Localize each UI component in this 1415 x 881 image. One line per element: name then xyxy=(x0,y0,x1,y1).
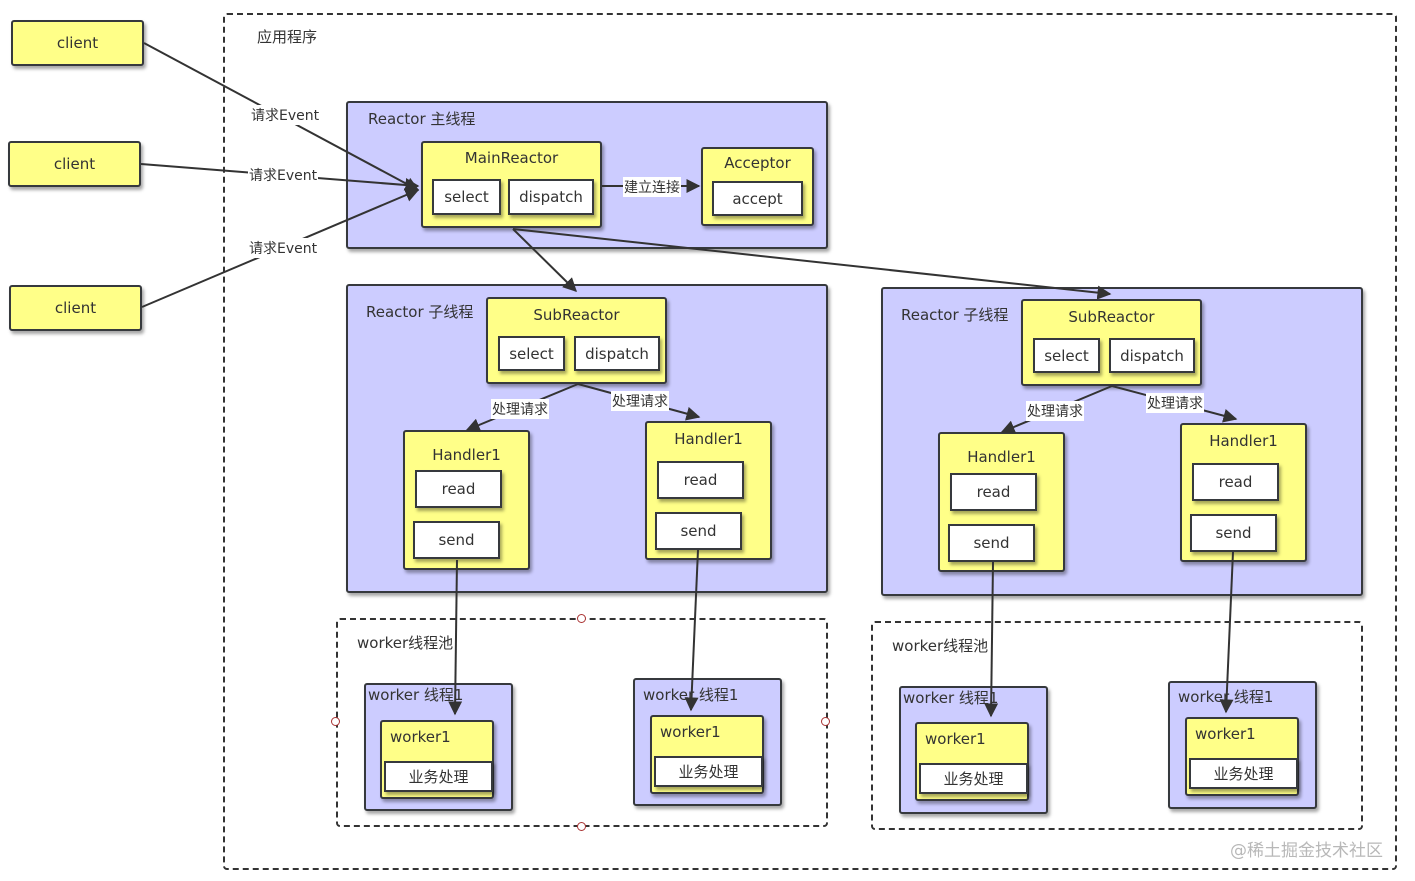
edge-main-to-subreactor-right xyxy=(512,228,1112,300)
handler-right-b-read[interactable]: read xyxy=(1192,463,1279,501)
request-event-label-1: 请求Event xyxy=(250,105,321,125)
selection-handle-bottom[interactable] xyxy=(577,822,586,831)
handler-left-a-read[interactable]: read xyxy=(415,470,502,508)
main-dispatch-box[interactable]: dispatch xyxy=(508,179,594,215)
handler-right-b-title: Handler1 xyxy=(1209,432,1278,450)
worker-right-b-task[interactable]: 业务处理 xyxy=(1189,758,1298,789)
handler-right-b-send[interactable]: send xyxy=(1190,514,1277,552)
process-label-right-b: 处理请求 xyxy=(1146,393,1204,413)
subreactor-left-title: SubReactor xyxy=(533,306,620,324)
handler-left-b-read[interactable]: read xyxy=(657,461,744,499)
worker-thread-left-a-label: worker 线程1 xyxy=(368,686,464,704)
edge-main-to-subreactor-left xyxy=(512,228,577,292)
connect-label: 建立连接 xyxy=(623,177,681,197)
acceptor-title: Acceptor xyxy=(724,154,791,172)
reactor-sub-thread-left-label: Reactor 子线程 xyxy=(366,303,474,321)
process-label-right-a: 处理请求 xyxy=(1026,401,1084,421)
handler-left-a-title: Handler1 xyxy=(432,446,501,464)
edge-handler-right-b-to-worker xyxy=(1219,551,1234,714)
selection-handle-top[interactable] xyxy=(577,614,586,623)
accept-box[interactable]: accept xyxy=(712,181,803,216)
worker-left-a-task[interactable]: 业务处理 xyxy=(384,761,493,792)
worker-left-b-task[interactable]: 业务处理 xyxy=(654,756,763,787)
handler-left-b-title: Handler1 xyxy=(674,430,743,448)
handler-right-a-send[interactable]: send xyxy=(948,524,1035,562)
main-reactor-title: MainReactor xyxy=(464,149,559,167)
handler-right-a-title: Handler1 xyxy=(967,448,1036,466)
worker-pool-right-label: worker线程池 xyxy=(892,637,989,655)
edge-handler-right-a-to-worker xyxy=(984,561,999,718)
worker-thread-right-a-label: worker 线程1 xyxy=(903,689,999,707)
reactor-sub-thread-right-label: Reactor 子线程 xyxy=(901,306,1009,324)
client-node-3[interactable]: client xyxy=(9,285,142,331)
worker-left-a-title: worker1 xyxy=(390,728,451,746)
worker-right-b-title: worker1 xyxy=(1195,725,1256,743)
selection-handle-left[interactable] xyxy=(331,717,340,726)
selection-handle-right[interactable] xyxy=(821,717,830,726)
subreactor-right-dispatch[interactable]: dispatch xyxy=(1109,338,1195,373)
worker-right-a-task[interactable]: 业务处理 xyxy=(919,763,1028,794)
client-node-2[interactable]: client xyxy=(8,141,141,187)
subreactor-right-title: SubReactor xyxy=(1068,308,1155,326)
client-node-1[interactable]: client xyxy=(11,20,144,66)
worker-pool-right xyxy=(871,621,1363,830)
request-event-label-3: 请求Event xyxy=(248,238,319,258)
subreactor-right-select[interactable]: select xyxy=(1033,338,1100,373)
worker-pool-left-label: worker线程池 xyxy=(357,634,454,652)
worker-right-a-title: worker1 xyxy=(925,730,986,748)
process-label-left-a: 处理请求 xyxy=(491,399,549,419)
handler-left-b-send[interactable]: send xyxy=(655,512,742,550)
application-label: 应用程序 xyxy=(257,28,318,46)
handler-right-a-read[interactable]: read xyxy=(950,473,1037,511)
watermark: @稀土掘金技术社区 xyxy=(1230,841,1383,861)
application-boundary xyxy=(223,13,1397,870)
request-event-label-2: 请求Event xyxy=(248,165,319,185)
reactor-main-thread-label: Reactor 主线程 xyxy=(368,110,476,128)
main-select-box[interactable]: select xyxy=(432,179,501,215)
process-label-left-b: 处理请求 xyxy=(611,391,669,411)
worker-left-b-title: worker1 xyxy=(660,723,721,741)
subreactor-left-select[interactable]: select xyxy=(498,336,565,371)
handler-left-a-send[interactable]: send xyxy=(413,521,500,559)
edge-handler-left-a-to-worker xyxy=(448,559,463,716)
edge-handler-left-b-to-worker xyxy=(684,549,699,712)
subreactor-left-dispatch[interactable]: dispatch xyxy=(574,336,660,371)
